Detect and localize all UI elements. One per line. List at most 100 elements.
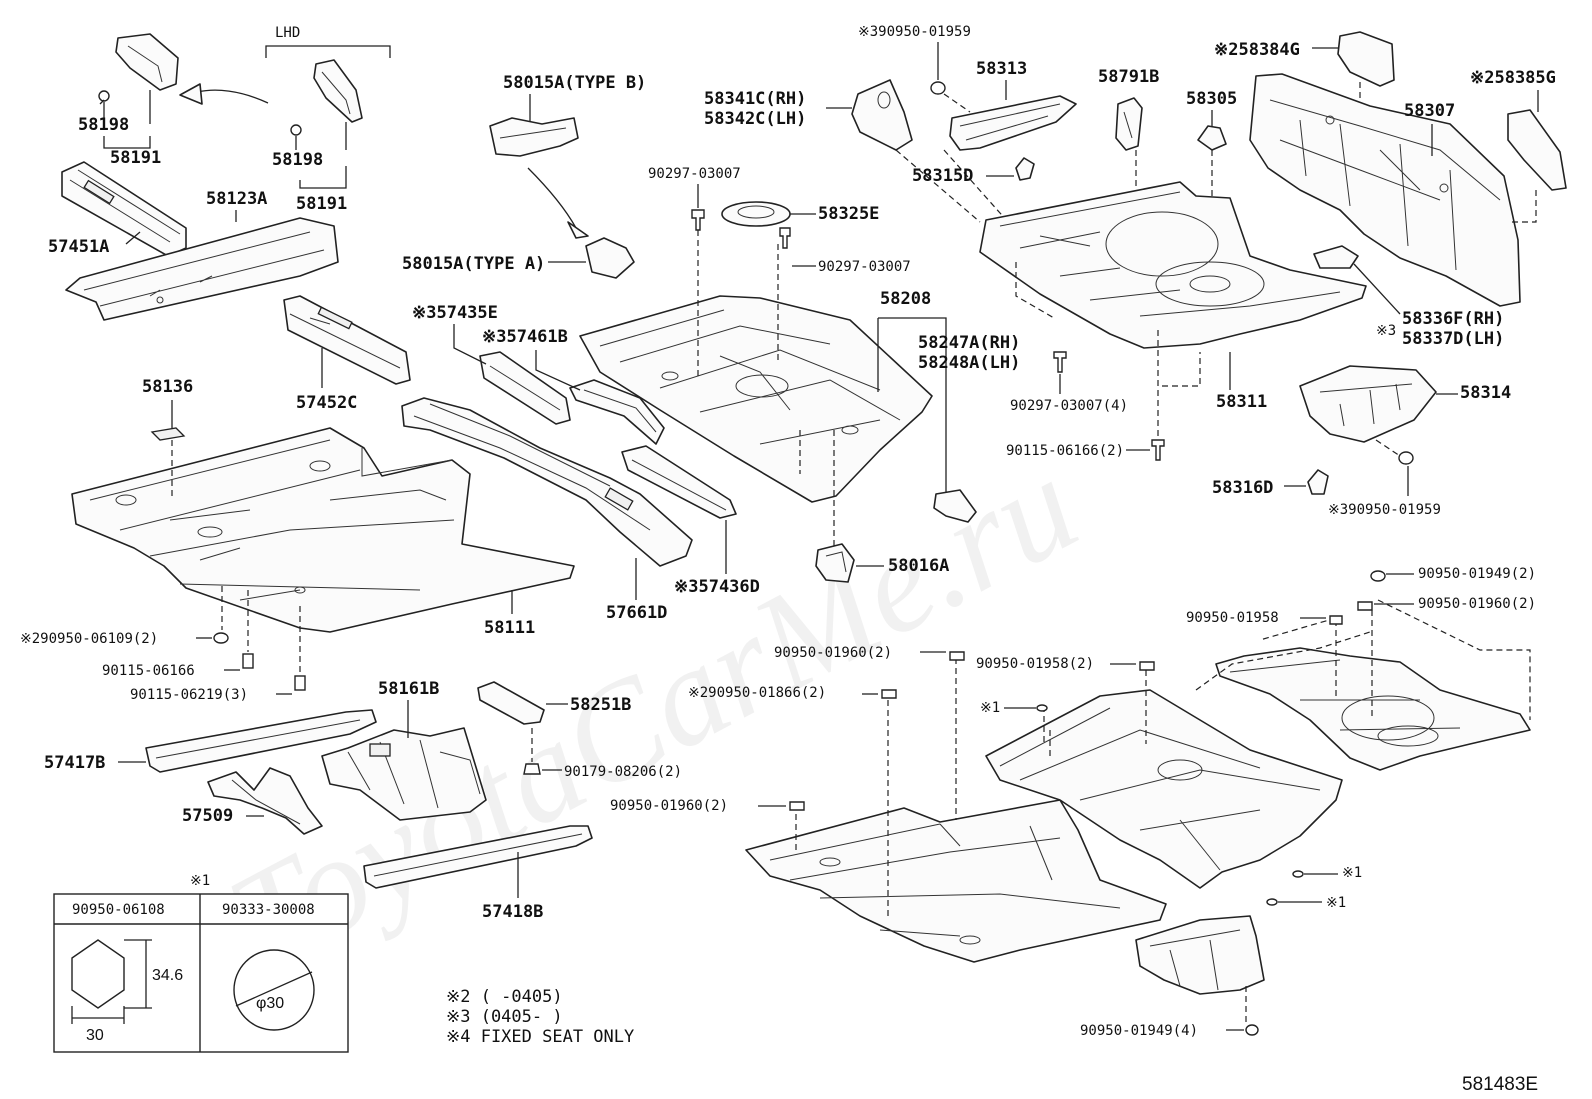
label-58315D: 58315D	[912, 166, 973, 186]
part-58336F	[1313, 245, 1359, 269]
hole-mark-1b	[1292, 870, 1304, 878]
label-58325E: 58325E	[818, 204, 879, 224]
label-58248A: 58248A(LH)	[918, 353, 1020, 373]
lhd-label: LHD	[275, 25, 300, 41]
part-58307-rear-panel	[1249, 73, 1521, 307]
label-58316D: 58316D	[1212, 478, 1273, 498]
part-58111-front-floor	[71, 427, 575, 633]
label-58198-a: 58198	[78, 115, 129, 135]
part-57418B	[363, 825, 593, 889]
label-57418B: 57418B	[482, 902, 543, 922]
part-58385G	[1507, 109, 1567, 191]
part-58316D	[1307, 469, 1329, 495]
part-58341C	[851, 79, 913, 151]
label-58341C: 58341C(RH)	[704, 89, 806, 109]
label-90950-01949-4: 90950-01949(4)	[1080, 1023, 1198, 1039]
bolt-90115-06219	[294, 675, 306, 691]
label-90297-03007-a: 90297-03007	[648, 166, 741, 182]
label-357436D: ※357436D	[674, 577, 760, 597]
label-58336F: 58336F(RH)	[1402, 309, 1504, 329]
label-357435E: ※357435E	[412, 303, 498, 323]
plug-90950-01958-2	[1139, 661, 1155, 671]
label-57417B: 57417B	[44, 753, 105, 773]
plug-size-table: ※1 90950-06108 90333-30008 34.6 30 φ30	[53, 873, 349, 1053]
dim-diameter: φ30	[256, 995, 284, 1012]
part-58313	[949, 95, 1077, 151]
part-58136	[150, 427, 186, 441]
label-258384G: ※258384G	[1214, 40, 1300, 60]
part-57451A	[61, 161, 187, 257]
arrow-head-b	[567, 221, 589, 239]
label-58314: 58314	[1460, 383, 1511, 403]
label-57509: 57509	[182, 806, 233, 826]
label-58251B: 58251B	[570, 695, 631, 715]
label-57452C: 57452C	[296, 393, 357, 413]
label-58247A: 58247A(RH)	[918, 333, 1020, 353]
label-90179-08206: 90179-08206(2)	[564, 764, 682, 780]
label-58198-b: 58198	[272, 150, 323, 170]
part-57452C	[283, 295, 411, 385]
bolt-90297-03007-4	[1053, 351, 1067, 373]
plug-390950-01959	[930, 81, 946, 95]
nut-90179-08206	[523, 763, 541, 775]
plug-390950-01959-b	[1398, 451, 1414, 465]
label-90297-03007-b: 90297-03007	[818, 259, 911, 275]
bolt-90115-06166	[242, 653, 254, 669]
direction-arrow	[197, 89, 269, 104]
label-90297-03007-4: 90297-03007(4)	[1010, 398, 1128, 414]
bolt-90115-06166-2	[1151, 439, 1165, 461]
label-58161B: 58161B	[378, 679, 439, 699]
label-290950-01866: ※290950-01866(2)	[688, 685, 826, 701]
table-header-1: 90333-30008	[222, 902, 315, 918]
plug-90950-01960-2a	[1357, 601, 1373, 611]
part-58015A-type-b	[489, 117, 579, 157]
label-mark-1a: ※1	[980, 700, 1000, 716]
part-58384G	[1337, 31, 1395, 87]
circle-shape	[233, 949, 315, 1031]
label-90950-01958: 90950-01958	[1186, 610, 1279, 626]
label-58111: 58111	[484, 618, 535, 638]
label-58337D: 58337D(LH)	[1402, 329, 1504, 349]
bolt-90297-03007-b	[779, 227, 791, 249]
label-57661D: 57661D	[606, 603, 667, 623]
label-mark-1c: ※1	[1326, 895, 1346, 911]
part-58251B	[477, 681, 545, 725]
part-58305	[1197, 125, 1227, 151]
part-57435E	[479, 351, 571, 425]
diagram-code: 581483E	[1462, 1074, 1538, 1095]
label-90950-01960-2c: 90950-01960(2)	[610, 798, 728, 814]
label-90950-01949-2: 90950-01949(2)	[1418, 566, 1536, 582]
plug-290950-01866	[881, 689, 897, 699]
note-2: ※2 ( -0405)	[446, 987, 563, 1007]
label-58307: 58307	[1404, 101, 1455, 121]
label-58311: 58311	[1216, 392, 1267, 412]
fastener-90950-06109	[213, 632, 229, 644]
label-mark-1b: ※1	[1342, 865, 1362, 881]
part-58015A-type-a	[585, 237, 635, 279]
part-58314	[1299, 365, 1437, 443]
hexagon-shape	[71, 939, 125, 1009]
note-4: ※4 FIXED SEAT ONLY	[446, 1027, 634, 1047]
part-58311-rear-floor	[979, 181, 1367, 349]
part-58208-center-floor	[579, 295, 933, 503]
label-58791B: 58791B	[1098, 67, 1159, 87]
label-90950-01960-2a: 90950-01960(2)	[1418, 596, 1536, 612]
part-57661D	[401, 397, 693, 567]
label-58136: 58136	[142, 377, 193, 397]
label-390950-01959: ※390950-01959	[858, 24, 971, 40]
bolt-90297-03007-a	[691, 209, 705, 231]
part-58016A	[815, 543, 855, 583]
label-57451A: 57451A	[48, 237, 109, 257]
label-390950-01959-b: ※390950-01959	[1328, 502, 1441, 518]
plug-90950-01949-2	[1370, 570, 1386, 582]
label-90950-01960-2b: 90950-01960(2)	[774, 645, 892, 661]
part-57436D	[621, 445, 737, 519]
label-58016A: 58016A	[888, 556, 949, 576]
label-58123A: 58123A	[206, 189, 267, 209]
hole-mark-1a	[1036, 704, 1048, 712]
label-58015A-type-b: 58015A(TYPE B)	[503, 73, 646, 93]
label-357461B: ※357461B	[482, 327, 568, 347]
lhd-bracket-group: LHD	[265, 25, 391, 136]
label-258385G: ※258385G	[1470, 68, 1556, 88]
plug-90950-01960-2c	[789, 801, 805, 811]
